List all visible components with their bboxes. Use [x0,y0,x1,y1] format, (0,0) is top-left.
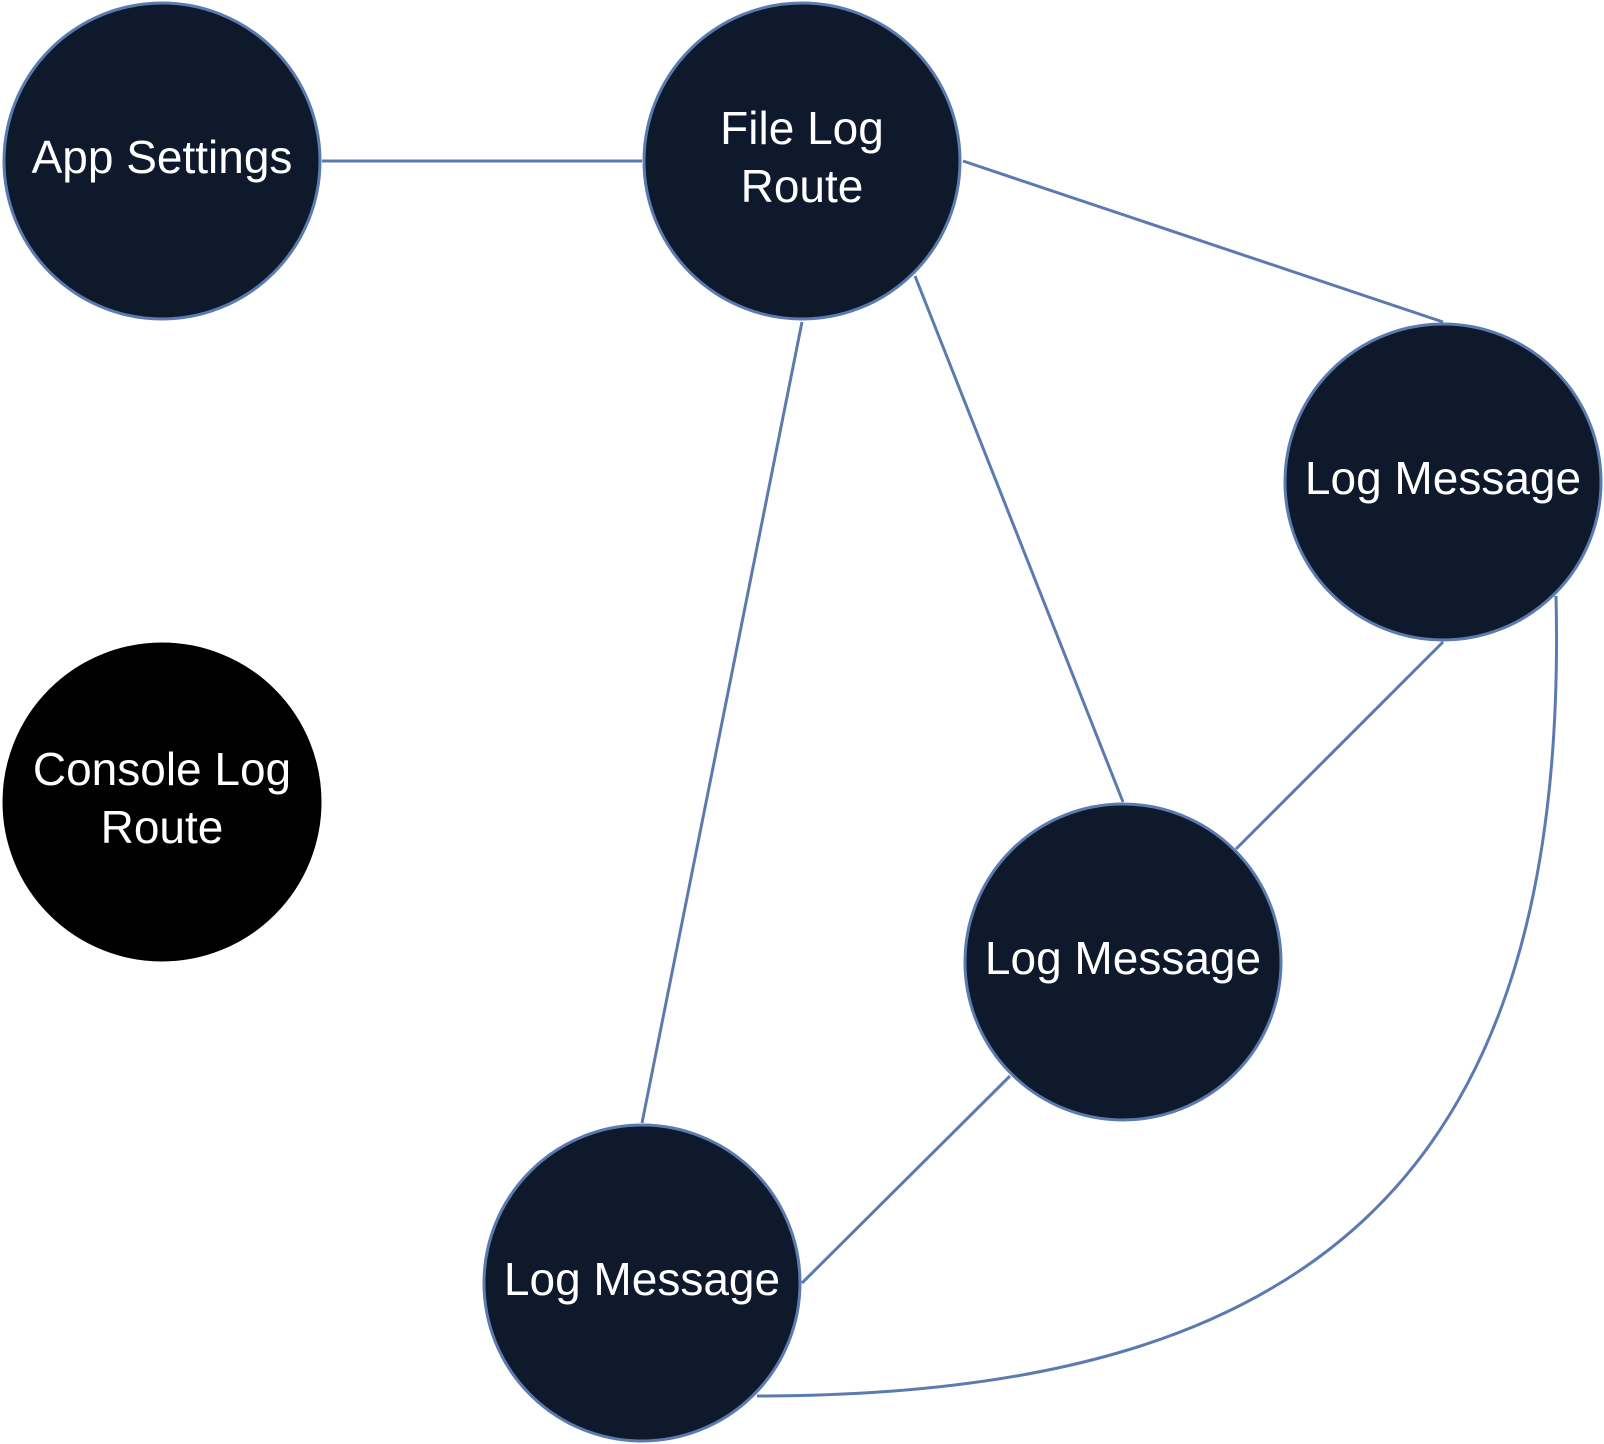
node-label: Log Message [504,1253,780,1305]
edge-log-message-1-to-log-message-2 [1234,640,1445,851]
node-log-message-2[interactable]: Log Message [963,802,1283,1122]
edge-log-message-1-to-log-message-3 [756,595,1559,1398]
node-app-settings[interactable]: App Settings [2,1,322,321]
edge-log-message-2-to-log-message-3 [800,1074,1012,1285]
node-label: Log Message [985,932,1261,984]
node-label: Route [101,801,224,853]
node-circle [482,1123,802,1443]
node-circle [642,1,962,321]
node-circle [963,802,1283,1122]
node-label: Log Message [1305,452,1581,504]
node-circle [2,642,322,962]
edge-file-log-route-to-log-message-2 [913,275,1125,803]
node-circle [2,1,322,321]
node-label: File Log [720,102,884,154]
node-label: Console Log [33,743,291,795]
edge-file-log-route-to-log-message-3 [640,321,804,1124]
node-label: Route [741,160,864,212]
edge-file-log-route-to-log-message-1 [962,159,1444,324]
node-log-message-1[interactable]: Log Message [1283,322,1603,642]
node-label: App Settings [32,131,293,183]
node-log-message-3[interactable]: Log Message [482,1123,802,1443]
edges-layer [322,159,1559,1398]
node-circle [1283,322,1603,642]
